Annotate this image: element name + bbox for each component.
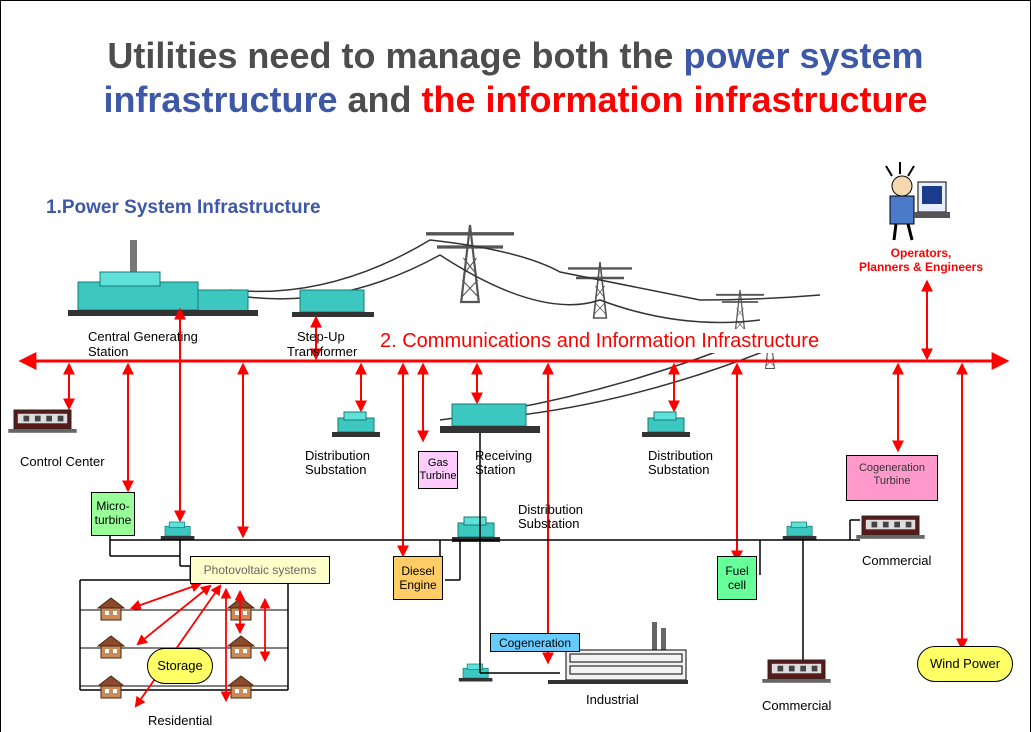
section-power-label: 1.Power System Infrastructure xyxy=(46,197,321,218)
step-up-label-2: Transformer xyxy=(287,344,358,359)
title-information-infrastructure: the information infrastructure xyxy=(421,79,928,120)
step-up-transformer xyxy=(292,289,374,317)
commercial-bottom-label: Commercial xyxy=(762,698,832,713)
house xyxy=(97,675,125,699)
house xyxy=(97,597,125,621)
power-line xyxy=(229,239,821,301)
house xyxy=(227,635,255,659)
diesel-engine-box: Diesel Engine xyxy=(393,556,443,600)
substation-left-node xyxy=(160,521,195,540)
house xyxy=(227,675,255,699)
industrial-label: Industrial xyxy=(586,692,639,707)
title-prefix: Utilities need to manage both the xyxy=(107,35,684,76)
central-generating-label-2: Station xyxy=(88,344,129,359)
house xyxy=(97,635,125,659)
operators-label-line-2: Planners & Engineers xyxy=(858,260,984,274)
central-generating-label-1: Central Generating xyxy=(88,329,198,344)
receiving-station-label-1: Receiving xyxy=(475,448,533,463)
cogeneration-box: Cogeneration xyxy=(490,633,580,652)
title-line-1: Utilities need to manage both the power … xyxy=(0,34,1031,78)
receiving-station-label-2: Station xyxy=(475,462,516,477)
control-center-label: Control Center xyxy=(20,454,105,469)
transmission-tower-3 xyxy=(715,289,765,333)
distribution-substation-left-label-2: Substation xyxy=(305,462,367,477)
cogeneration-turbine-box: Cogeneration Turbine xyxy=(846,455,938,501)
distribution-substation-right-label-2: Substation xyxy=(648,462,710,477)
distribution-substation-mid-label-1: Distribution xyxy=(518,502,584,517)
distribution-substation-mid xyxy=(451,516,501,543)
step-up-label-1: Step-Up xyxy=(297,329,345,344)
storage-box: Storage xyxy=(147,648,213,684)
section-communications-label: 2. Communications and Information Infras… xyxy=(378,329,822,353)
receiving-station xyxy=(440,403,540,433)
wind-power-box: Wind Power xyxy=(917,646,1013,682)
control-center-building xyxy=(7,409,78,434)
photovoltaic-box: Photovoltaic systems xyxy=(190,556,330,584)
transmission-tower-1 xyxy=(424,223,516,304)
operators-label-line-1: Operators, xyxy=(890,246,952,260)
gas-turbine-box: Gas Turbine xyxy=(418,451,458,489)
commercial-building-right xyxy=(855,515,926,540)
title-and: and xyxy=(337,79,422,120)
title-infrastructure: infrastructure xyxy=(103,79,338,120)
title-line-2: infrastructure and the information infra… xyxy=(0,78,1031,122)
substation-right-node xyxy=(782,521,817,540)
residential-label: Residential xyxy=(148,713,213,728)
distribution-substation-right-label-1: Distribution xyxy=(648,448,714,463)
commercial-right-label: Commercial xyxy=(862,553,932,568)
central-generating-station xyxy=(68,240,258,316)
distribution-substation-mid-label-2: Substation xyxy=(518,516,580,531)
fuel-cell-box: Fuel cell xyxy=(717,556,757,600)
house xyxy=(227,597,255,621)
industrial-factory xyxy=(548,622,688,684)
title-power-system: power system xyxy=(683,35,924,76)
transmission-tower-2 xyxy=(566,260,634,320)
operators-label: Operators, Planners & Engineers xyxy=(836,246,1006,274)
commercial-building-bottom xyxy=(761,659,832,684)
micro-turbine-box: Micro-turbine xyxy=(91,492,135,536)
distribution-substation-left-label-1: Distribution xyxy=(305,448,371,463)
distribution-substation-left xyxy=(331,411,381,438)
distribution-substation-right xyxy=(641,411,691,438)
operator-person-icon xyxy=(885,162,950,241)
